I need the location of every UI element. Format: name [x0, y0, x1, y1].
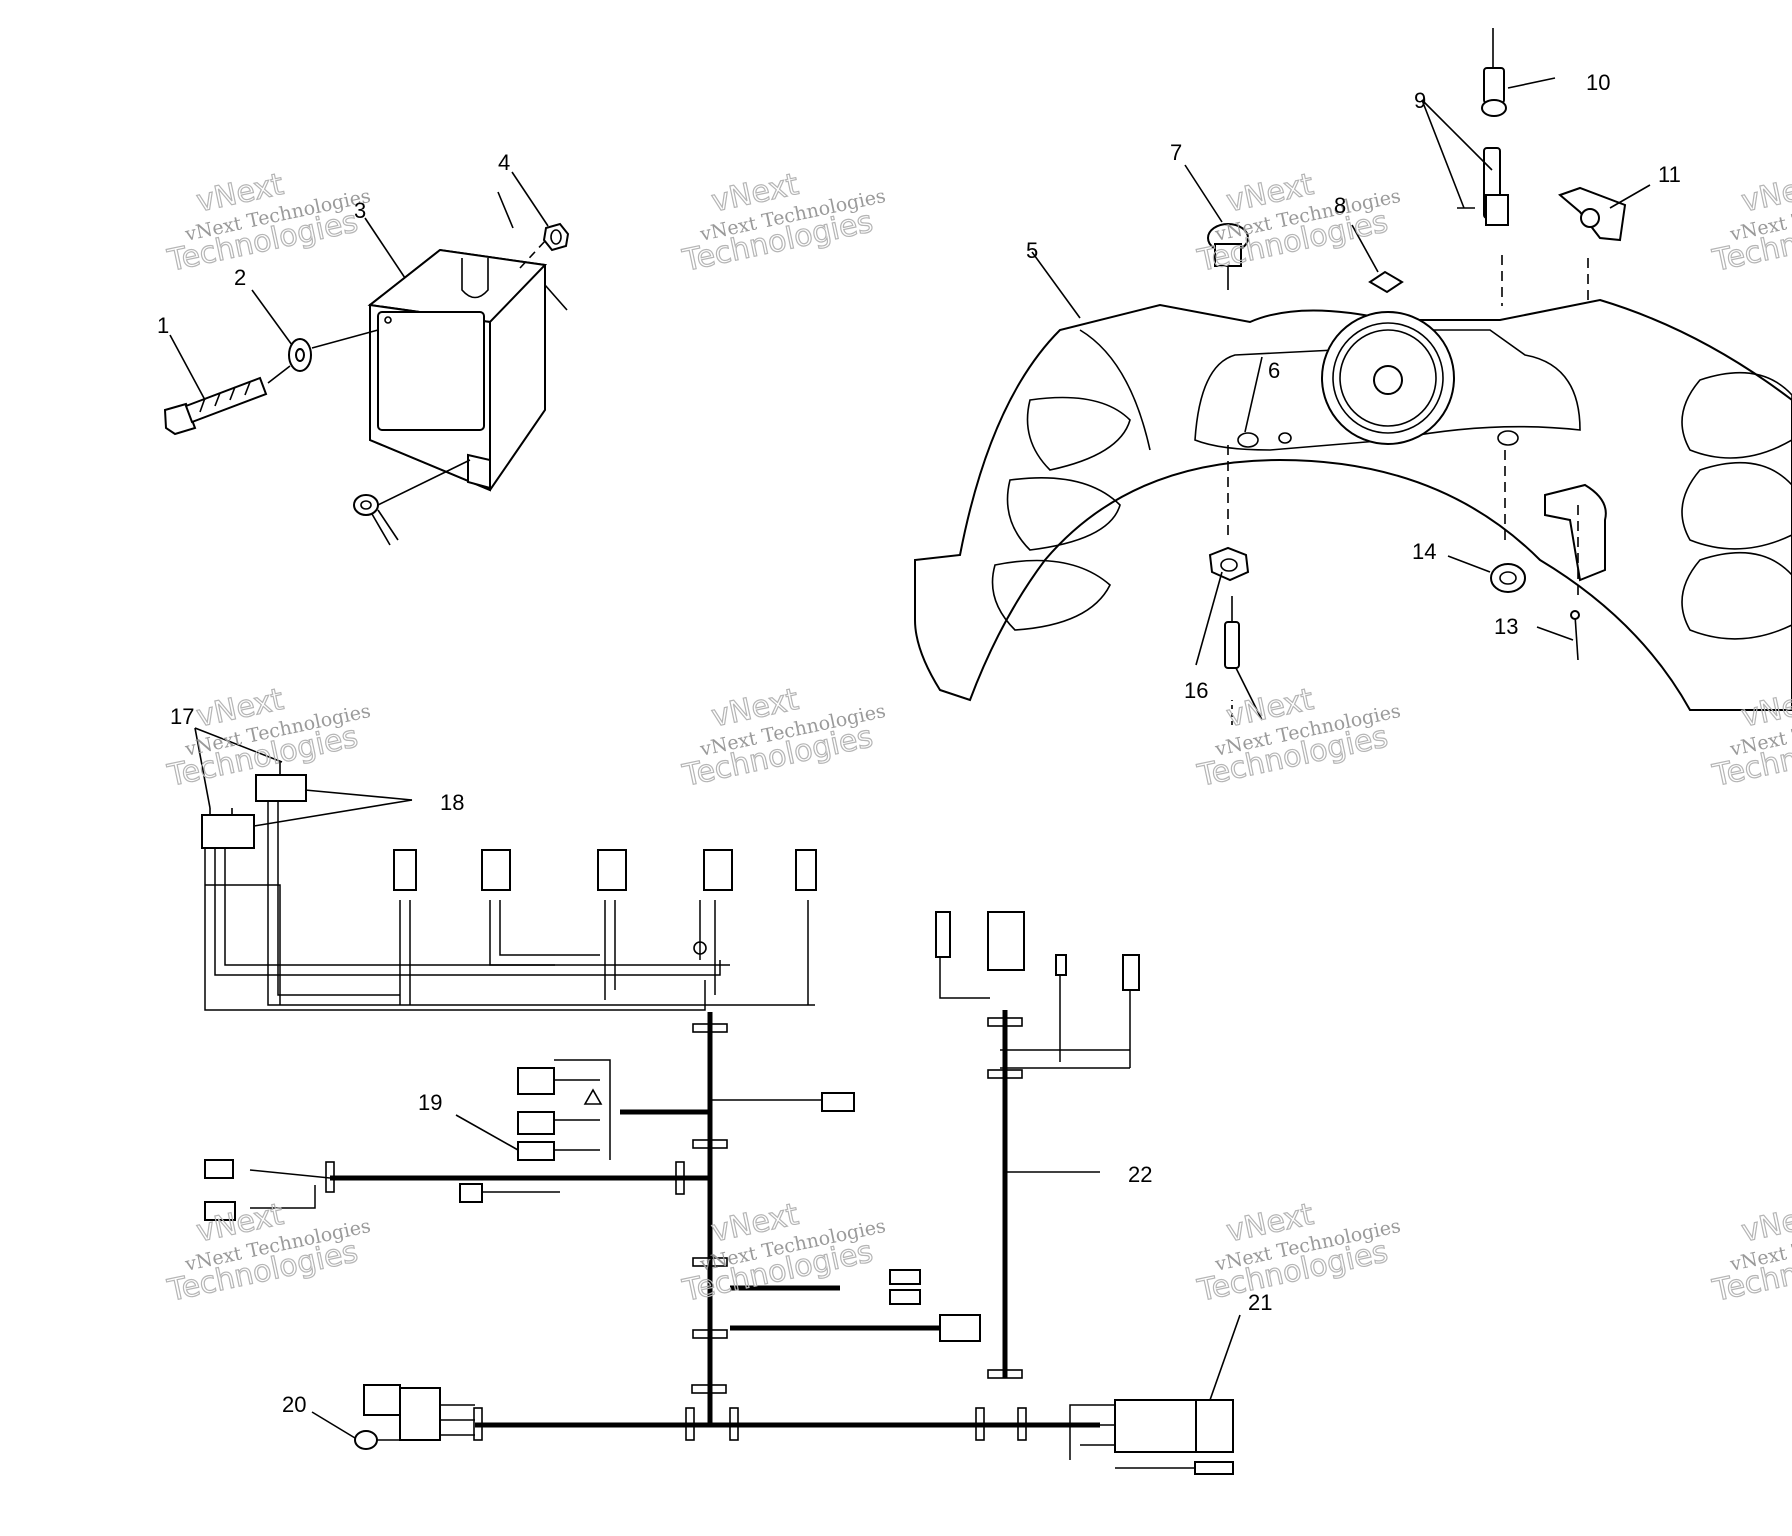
callout-13: 13: [1494, 614, 1518, 639]
knob-part: [1207, 223, 1249, 290]
speedometer-gauge: [1321, 311, 1455, 445]
nut-part-16: [1208, 445, 1250, 669]
cdi-box-part: [367, 248, 548, 492]
callout-labels: 1 2 3 4 5 6 7 8 9 10 11 13 14 16 17 18 1…: [157, 70, 1681, 1417]
dash-console-assembly: [914, 28, 1792, 725]
callout-17: 17: [170, 704, 194, 729]
ring-terminal-part: [353, 494, 399, 546]
connector-part: [1457, 28, 1509, 306]
harness-clamps: [325, 1017, 1027, 1441]
washer-part: [288, 338, 312, 372]
callout-14: 14: [1412, 539, 1436, 564]
callout-8: 8: [1334, 193, 1346, 218]
callout-1: 1: [157, 313, 169, 338]
harness-connector-21: [1069, 1399, 1234, 1475]
callout-16: 16: [1184, 678, 1208, 703]
callout-6: 6: [1268, 358, 1280, 383]
bolt-part: [163, 376, 268, 436]
pin-part: [1570, 505, 1580, 661]
callout-22: 22: [1128, 1162, 1152, 1187]
nut-part-14: [1490, 450, 1526, 593]
callout-10: 10: [1586, 70, 1610, 95]
harness-connector-17: [201, 762, 307, 849]
callout-2: 2: [234, 265, 246, 290]
callout-7: 7: [1170, 140, 1182, 165]
harness-connector-19: [517, 1059, 611, 1161]
vent-slots-left: [991, 329, 1151, 631]
callout-3: 3: [354, 198, 366, 223]
pad-part: [1368, 270, 1404, 294]
callout-4: 4: [498, 150, 510, 175]
callout-20: 20: [282, 1392, 306, 1417]
dash-console-part: [914, 298, 1792, 711]
callout-21: 21: [1248, 1290, 1272, 1315]
bracket-part: [1558, 186, 1627, 300]
callout-18: 18: [440, 790, 464, 815]
wiring-harness: [194, 727, 1241, 1475]
harness-connector-20: [354, 1384, 475, 1450]
callout-19: 19: [418, 1090, 442, 1115]
callout-5: 5: [1026, 238, 1038, 263]
callout-11: 11: [1658, 162, 1681, 187]
nut-part: [542, 222, 570, 252]
vent-slots-right: [1681, 371, 1792, 640]
callout-9: 9: [1414, 88, 1426, 113]
coil-plugs: [393, 849, 817, 955]
cdi-box-assembly: [163, 171, 570, 546]
